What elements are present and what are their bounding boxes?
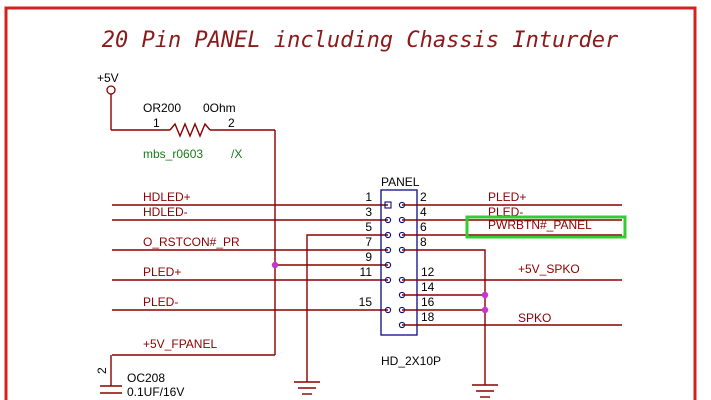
pin5-ground-wire	[306, 234, 388, 382]
resistor-symbol	[169, 122, 211, 138]
resistor-pin1: 1	[153, 116, 160, 130]
resistor-option: /X	[231, 147, 242, 161]
pin-number: 1	[365, 190, 372, 204]
pin-number: 6	[420, 220, 427, 234]
net-label-pwrbtn: PWRBTN#_PANEL	[488, 218, 592, 232]
net-label-pled-minus: PLED-	[143, 295, 178, 309]
resistor-value: 0Ohm	[203, 101, 236, 115]
pin-number: 5	[365, 220, 372, 234]
net-label-r-pled-plus: PLED+	[488, 190, 526, 204]
pin-number: 8	[420, 235, 427, 249]
net-label-hdled-plus: HDLED+	[143, 190, 191, 204]
resistor-pin2: 2	[228, 116, 235, 130]
capacitor-value: 0.1UF/16V	[127, 385, 184, 399]
pin7-marker	[384, 246, 392, 254]
sheet-border	[4, 6, 697, 400]
pwrbtn-highlight-box	[465, 215, 627, 239]
pin-number: 14	[421, 280, 435, 294]
pin8-ground-wire	[402, 249, 486, 385]
connector-ref: PANEL	[381, 175, 420, 189]
pin-number: 15	[359, 295, 373, 309]
sheet-title: 20 Pin PANEL including Chassis Inturder	[102, 28, 619, 53]
pin15-marker	[384, 306, 392, 314]
pin-number: 11	[360, 265, 373, 279]
capacitor-ref: OC208	[127, 371, 165, 385]
pin11-marker	[384, 276, 392, 284]
junction-dot	[481, 306, 489, 314]
power-label: +5V	[97, 71, 119, 85]
pin9-marker	[384, 261, 392, 269]
pin-number: 7	[365, 235, 372, 249]
junction-dot	[481, 291, 489, 299]
junction-dot	[271, 261, 279, 269]
resistor-ref: OR200	[143, 101, 181, 115]
panel-connector-body	[380, 189, 418, 336]
capacitor-pin: 2	[95, 367, 109, 374]
pin-number: 4	[420, 205, 427, 219]
net-label-5v-fpanel: +5V_FPANEL	[143, 337, 217, 351]
pin-number: 9	[365, 250, 372, 264]
pin-number: 3	[365, 205, 372, 219]
connector-part: HD_2X10P	[381, 354, 441, 368]
net-label-pled-plus: PLED+	[143, 265, 181, 279]
power-symbol-icon	[106, 85, 116, 95]
pin-number: 18	[421, 310, 435, 324]
net-label-hdled-minus: HDLED-	[143, 205, 188, 219]
resistor-footprint: mbs_r0603	[143, 147, 203, 161]
net-label-spko: SPKO	[518, 311, 551, 325]
pin-number: 16	[421, 295, 435, 309]
pin5-marker	[384, 231, 392, 239]
pin-number: 2	[420, 190, 427, 204]
net-label-rstcon: O_RSTCON#_PR	[143, 235, 240, 249]
pin1-marker	[384, 201, 392, 209]
pin-number: 12	[421, 265, 435, 279]
pin3-marker	[384, 216, 392, 224]
net-label-5v-spko: +5V_SPKO	[518, 262, 580, 276]
